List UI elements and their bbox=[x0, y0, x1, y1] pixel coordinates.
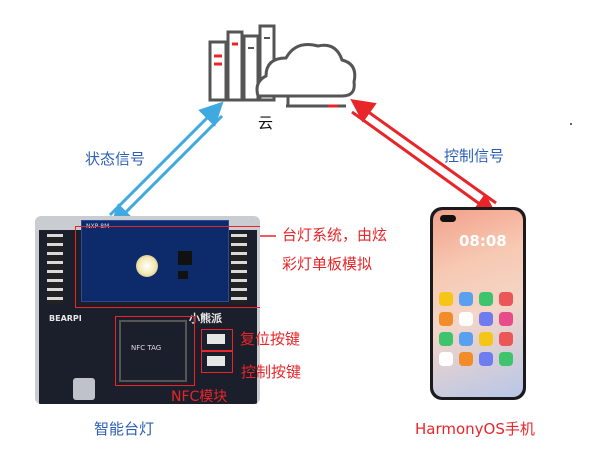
nfc-annotation: NFC模块 bbox=[171, 389, 228, 405]
front-camera bbox=[440, 215, 456, 222]
pcb-module-text: 小熊派 bbox=[189, 312, 222, 325]
pcb-brand-text: BEARPI bbox=[49, 314, 82, 323]
control-highlight bbox=[201, 351, 233, 373]
lamp-highlight bbox=[75, 226, 260, 308]
nfc-highlight bbox=[115, 316, 195, 386]
led bbox=[136, 255, 158, 277]
status-signal-label: 状态信号 bbox=[85, 150, 146, 168]
smart-lamp-caption: 智能台灯 bbox=[94, 420, 155, 438]
reset-button bbox=[207, 334, 225, 344]
phone-caption: HarmonyOS手机 bbox=[415, 420, 535, 438]
lamp-annotation-line1: 台灯系统，由炫 bbox=[282, 226, 388, 244]
chip-2 bbox=[178, 271, 188, 279]
control-button bbox=[207, 356, 225, 366]
nfc-area: NFC TAG bbox=[119, 320, 187, 382]
control-annotation: 控制按键 bbox=[241, 363, 302, 381]
phone-time: 08:08 bbox=[459, 232, 507, 250]
harmonyos-phone: 08:08 bbox=[430, 207, 526, 400]
phone-screen: 08:08 bbox=[433, 210, 523, 397]
pin-header-left bbox=[47, 234, 63, 304]
cloud-label: 云 bbox=[258, 114, 274, 132]
chip bbox=[178, 251, 192, 265]
lamp-annotation-line2: 彩灯单板模拟 bbox=[282, 255, 373, 273]
reset-highlight bbox=[201, 329, 233, 351]
cloud-server-icon bbox=[208, 24, 357, 108]
lamp-board: NXP-8M bbox=[81, 220, 229, 302]
app-grid bbox=[439, 292, 517, 392]
smart-lamp-board: NXP-8M BEARPI 小熊派 NFC TAG bbox=[35, 216, 260, 404]
usb-connector bbox=[73, 378, 95, 400]
pcb-nfc-text: NFC TAG bbox=[131, 344, 162, 352]
control-signal-label: 控制信号 bbox=[444, 147, 505, 165]
pin-header-right bbox=[231, 234, 247, 304]
reset-annotation: 复位按键 bbox=[240, 330, 301, 348]
